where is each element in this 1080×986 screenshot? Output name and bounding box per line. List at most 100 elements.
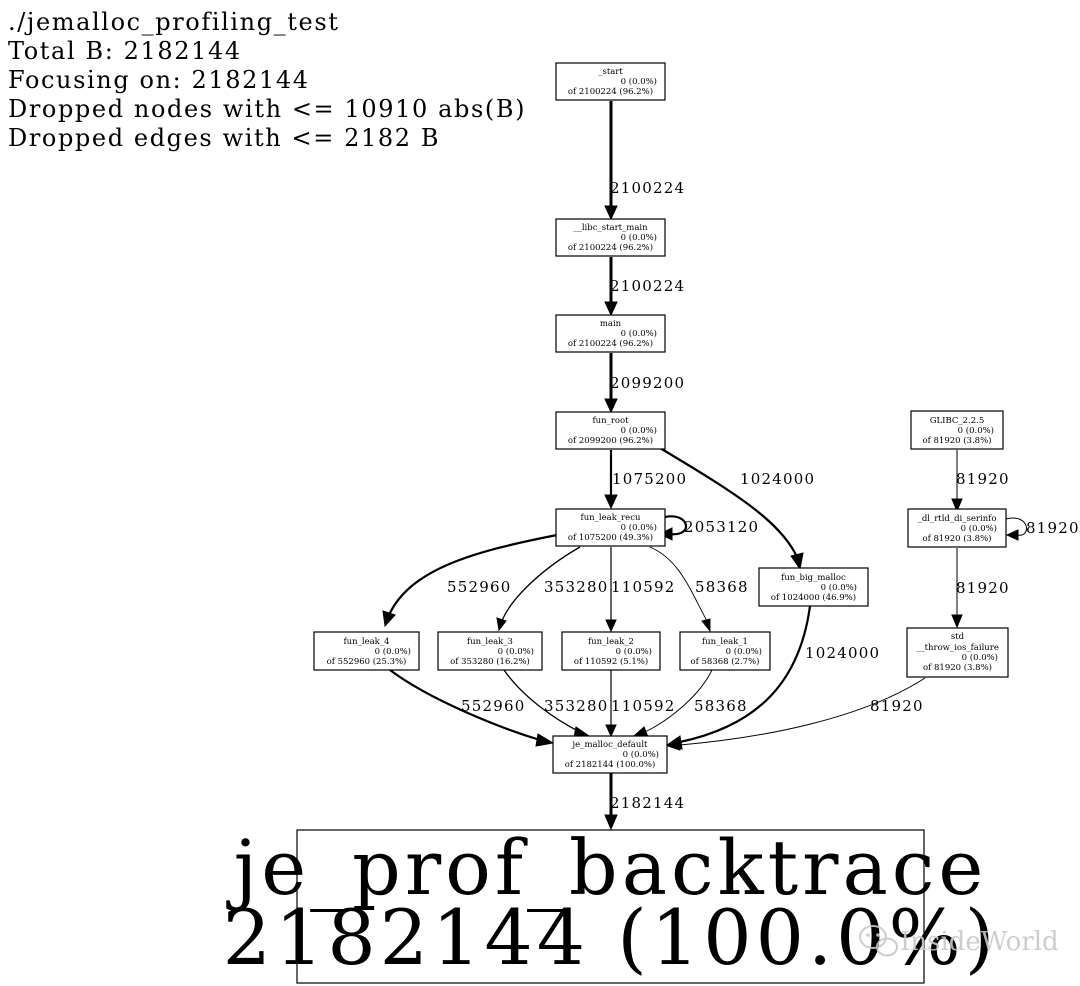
node-flat: 0 (0.0%) (623, 749, 659, 760)
edge-label: 2053120 (684, 518, 759, 536)
edge-je-prof-backtrace: 2182144 (604, 773, 685, 831)
edge-throw-je: 81920 (666, 677, 926, 751)
watermark-text: InsideWorld (900, 927, 1059, 957)
edge-root-recu: 1075200 (604, 450, 687, 510)
node-flat: 0 (0.0%) (958, 425, 994, 436)
edge-label: 2100224 (610, 179, 685, 197)
node-name: _dl_rtld_di_serinfo (918, 514, 997, 524)
node-flat: 0 (0.0%) (821, 582, 857, 593)
node-flat: 0 (0.0%) (962, 652, 998, 663)
edge-dl-self: 81920 (1005, 517, 1080, 541)
edge-leak2-je: 110592 (605, 670, 675, 738)
node-name: je_prof_backtrace (226, 823, 988, 912)
edge-label: 353280 (544, 697, 608, 715)
edge-label: 110592 (611, 578, 675, 596)
node-flat: 0 (0.0%) (621, 232, 657, 243)
edge-label: 110592 (611, 697, 675, 715)
node-cum: of 110592 (5.1%) (574, 656, 648, 667)
graph-header: ./jemalloc_profiling_test Total B: 21821… (8, 8, 526, 152)
edge-recu-self: 2053120 (658, 515, 759, 541)
node-name: fun_leak_4 (344, 637, 390, 647)
node-fun-leak-1[interactable]: fun_leak_1 0 (0.0%) of 58368 (2.7%) (679, 631, 771, 671)
edge-big-malloc-je: 1024000 (665, 605, 880, 750)
edge-label: 1024000 (805, 644, 880, 662)
node-fun-big-malloc[interactable]: fun_big_malloc 0 (0.0%) of 1024000 (46.9… (758, 567, 869, 607)
watermark: InsideWorld (859, 925, 1059, 957)
edge-label: 353280 (544, 578, 608, 596)
node-name: GLIBC_2.2.5 (930, 416, 985, 426)
edge-recu-leak2: 110592 (605, 547, 675, 633)
node-name: __throw_ios_failure (916, 643, 999, 653)
node-name: fun_leak_2 (588, 637, 634, 647)
edge-label: 81920 (956, 579, 1010, 597)
edge-main-fun-root: 2099200 (604, 353, 685, 414)
node-flat: 0 (0.0%) (726, 646, 762, 657)
node-flat: 0 (0.0%) (961, 523, 997, 534)
node-libc-start-main[interactable]: __libc_start_main 0 (0.0%) of 2100224 (9… (555, 218, 666, 257)
edge-recu-leak4: 552960 (382, 533, 558, 628)
node-name: main (600, 319, 622, 329)
node-cum: of 81920 (3.8%) (923, 435, 992, 446)
edge-root-big-malloc: 1024000 (659, 447, 815, 571)
edge-label: 2182144 (610, 794, 685, 812)
node-name: fun_leak_recu (581, 513, 641, 523)
node-fun-leak-2[interactable]: fun_leak_2 0 (0.0%) of 110592 (5.1%) (561, 631, 661, 671)
node-cum: of 1024000 (46.9%) (771, 592, 856, 603)
node-start[interactable]: _start 0 (0.0%) of 2100224 (96.2%) (555, 62, 666, 101)
node-fun-leak-3[interactable]: fun_leak_3 0 (0.0%) of 353280 (16.2%) (437, 631, 543, 671)
node-flat: 0 (0.0%) (621, 328, 657, 339)
node-flat: 0 (0.0%) (375, 646, 411, 657)
node-je-prof-backtrace[interactable]: je_prof_backtrace 2182144 (100.0%) (223, 823, 999, 984)
node-fun-leak-recu[interactable]: fun_leak_recu 0 (0.0%) of 1075200 (49.3%… (555, 508, 666, 547)
wechat-icon (859, 925, 898, 957)
edge-label: 81920 (956, 470, 1010, 488)
edge-label: 2100224 (610, 277, 685, 295)
node-fun-root[interactable]: fun_root 0 (0.0%) of 2099200 (96.2%) (555, 411, 666, 450)
node-cum: of 2099200 (96.2%) (568, 435, 653, 446)
edge-label: 81920 (1026, 519, 1080, 537)
edge-label: 58368 (695, 578, 749, 596)
node-name: _start (598, 67, 623, 77)
node-cum: of 81920 (3.8%) (923, 533, 992, 544)
edge-label: 1024000 (740, 470, 815, 488)
edge-leak4-je: 552960 (389, 669, 555, 747)
node-flat: 0 (0.0%) (498, 646, 534, 657)
node-cum: of 2182144 (100.0%) (565, 759, 656, 770)
edge-recu-leak3: 353280 (496, 546, 608, 632)
node-flat: 0 (0.0%) (621, 425, 657, 436)
node-main[interactable]: main 0 (0.0%) of 2100224 (96.2%) (555, 314, 666, 353)
node-name: fun_root (592, 416, 629, 426)
edge-label: 58368 (694, 697, 748, 715)
edge-dl-throw: 81920 (951, 548, 1010, 629)
header-dropped-nodes: Dropped nodes with <= 10910 abs(B) (8, 95, 526, 123)
edge-label: 552960 (461, 697, 525, 715)
node-cum: of 2100224 (96.2%) (568, 338, 653, 349)
edge-label: 2099200 (610, 374, 685, 392)
node-ns: std (951, 632, 965, 642)
node-glibc[interactable]: GLIBC_2.2.5 0 (0.0%) of 81920 (3.8%) (910, 410, 1004, 450)
node-cum: of 1075200 (49.3%) (568, 532, 653, 543)
node-cum: of 58368 (2.7%) (691, 656, 760, 667)
edge-label: 1075200 (612, 470, 687, 488)
edge-start-libc: 2100224 (604, 101, 685, 221)
edge-glibc-dl: 81920 (951, 450, 1010, 513)
node-cum: of 2100224 (96.2%) (568, 242, 653, 253)
header-total: Total B: 2182144 (8, 37, 242, 65)
node-name: fun_leak_1 (702, 637, 748, 647)
node-flat: 0 (0.0%) (621, 522, 657, 533)
node-name: fun_leak_3 (467, 637, 513, 647)
node-dl-rtld-di-serinfo[interactable]: _dl_rtld_di_serinfo 0 (0.0%) of 81920 (3… (907, 508, 1007, 548)
node-throw-ios-failure[interactable]: std __throw_ios_failure 0 (0.0%) of 8192… (906, 627, 1009, 678)
node-cum: of 81920 (3.8%) (923, 662, 992, 673)
node-name: fun_big_malloc (781, 573, 846, 583)
node-fun-leak-4[interactable]: fun_leak_4 0 (0.0%) of 552960 (25.3%) (313, 631, 420, 671)
header-dropped-edges: Dropped edges with <= 2182 B (8, 124, 440, 152)
node-name: __libc_start_main (573, 223, 648, 233)
node-flat: 0 (0.0%) (621, 76, 657, 87)
edge-libc-main: 2100224 (604, 257, 685, 317)
node-je-malloc-default[interactable]: je_malloc_default 0 (0.0%) of 2182144 (1… (552, 735, 668, 774)
node-cum: of 552960 (25.3%) (327, 656, 407, 667)
edge-leak3-je: 353280 (503, 669, 608, 738)
node-cum: of 353280 (16.2%) (450, 656, 530, 667)
edge-label: 81920 (870, 697, 924, 715)
